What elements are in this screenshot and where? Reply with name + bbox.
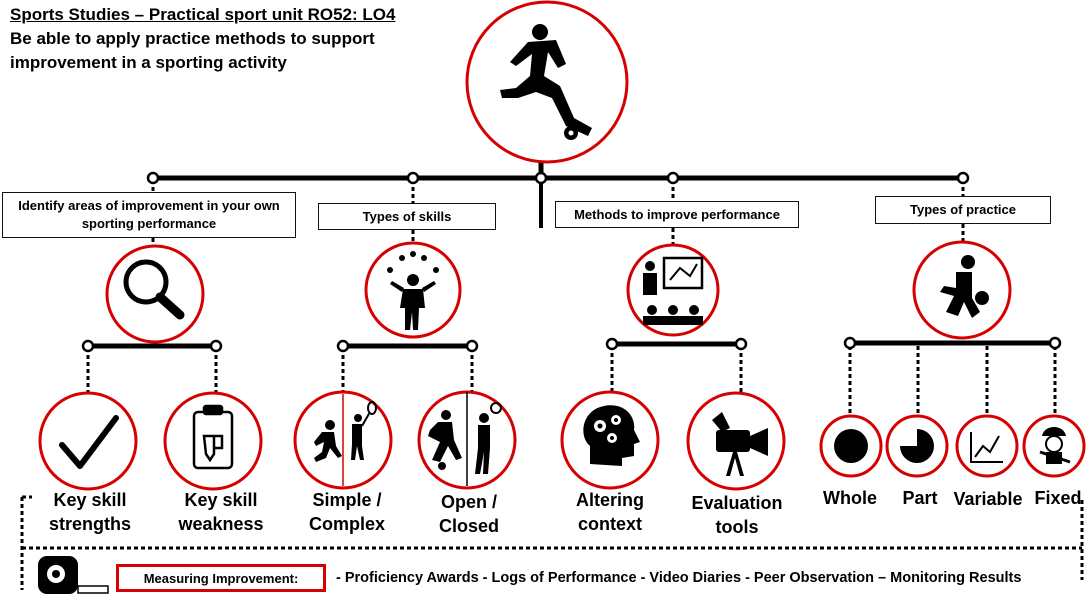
- label-altering-context: Altering context: [575, 490, 644, 534]
- footballer-hub-icon: [500, 24, 592, 140]
- checkmark-icon: [59, 415, 119, 469]
- magnifier-icon: [123, 259, 185, 320]
- label-variable: Variable: [953, 489, 1023, 509]
- box-types-of-skills: Types of skills: [318, 203, 496, 230]
- line-graph-icon: [970, 432, 1003, 463]
- partial-circle-icon: [900, 429, 934, 463]
- page-title: Sports Studies – Practical sport unit RO…: [10, 5, 396, 24]
- clipboard-thumbs-down-icon: [192, 404, 234, 470]
- full-circle-icon: [834, 429, 868, 463]
- label-key-skill-strengths: Key skill strengths: [48, 490, 131, 534]
- video-camera-icon: [712, 412, 768, 476]
- label-key-skill-weakness: Key skill weakness: [178, 490, 264, 534]
- measuring-improvement-box: Measuring Improvement:: [116, 564, 326, 592]
- tape-measure-icon: [38, 556, 109, 594]
- head-gears-icon: [583, 405, 640, 466]
- box-types-of-practice: Types of practice: [875, 196, 1051, 224]
- icon-rings: [38, 0, 1086, 491]
- mechanic-icon: [1039, 427, 1071, 464]
- label-open-closed: Open / Closed: [438, 492, 499, 536]
- measuring-methods-list: - Proficiency Awards - Logs of Performan…: [336, 570, 1022, 586]
- dribbler-icon: [940, 255, 989, 318]
- page-subtitle: Be able to apply practice methods to sup…: [10, 29, 375, 72]
- runner-tennis-icon: [314, 394, 377, 486]
- label-whole: Whole: [823, 488, 877, 508]
- label-fixed: Fixed: [1034, 488, 1082, 508]
- header: Sports Studies – Practical sport unit RO…: [10, 3, 450, 75]
- joint-dots: [81, 171, 1062, 353]
- box-methods-improve: Methods to improve performance: [555, 201, 799, 228]
- footballer-basketball-icon: [428, 392, 502, 486]
- juggler-icon: [387, 251, 439, 330]
- teacher-board-icon: [643, 256, 704, 325]
- label-simple-complex: Simple / Complex: [308, 490, 386, 534]
- box-identify-areas: Identify areas of improvement in your ow…: [2, 192, 296, 238]
- label-evaluation-tools: Evaluation tools: [691, 493, 783, 537]
- sub-bars: [88, 340, 1055, 349]
- label-part: Part: [902, 488, 938, 508]
